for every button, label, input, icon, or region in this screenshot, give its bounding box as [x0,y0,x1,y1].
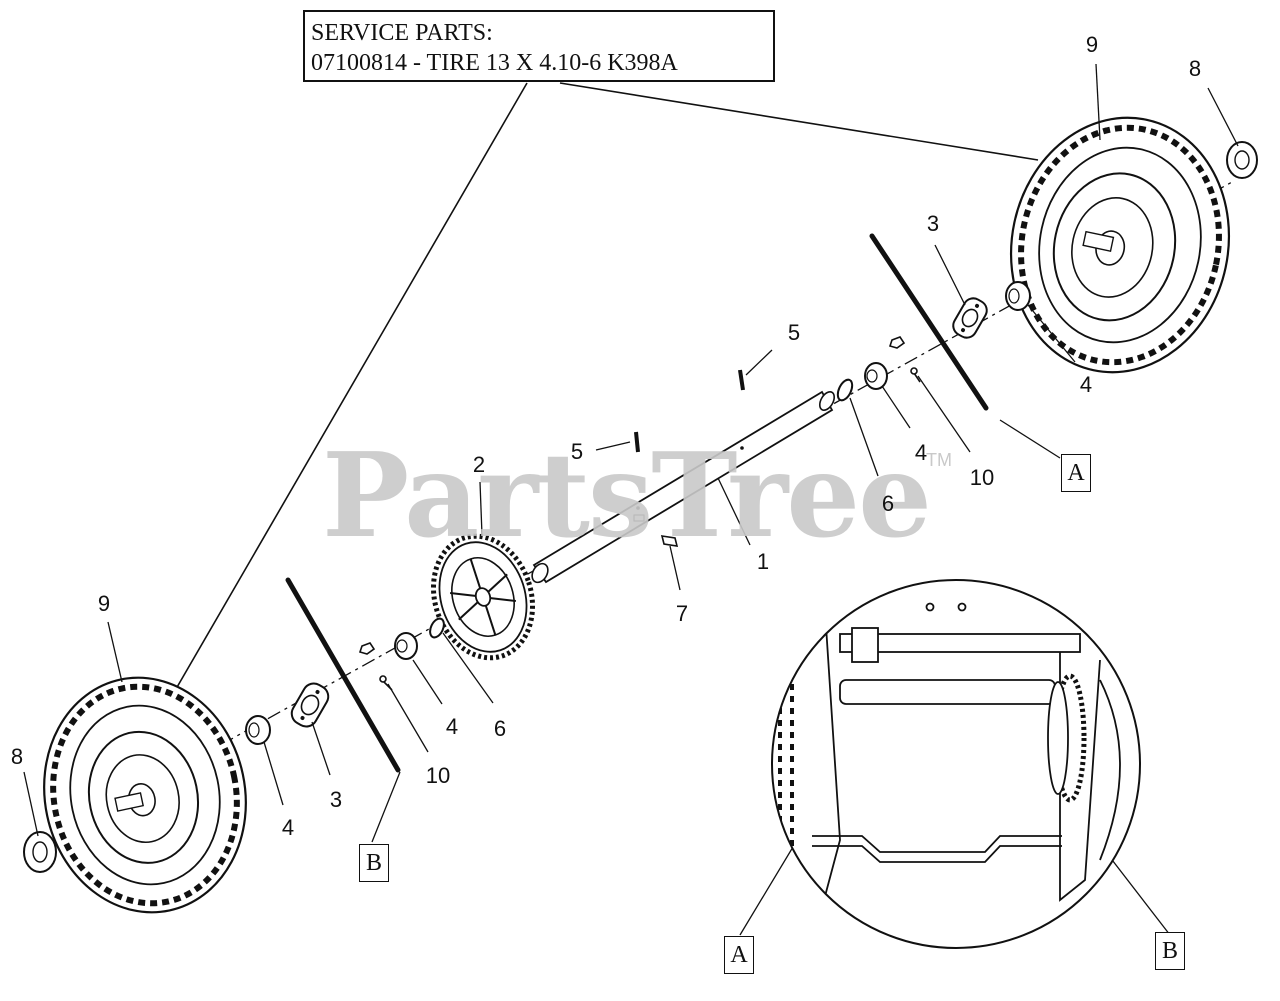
part-label-4-right-inner: 4 [914,440,928,465]
part-label-9-left: 9 [97,591,111,616]
divider-line-right [869,233,989,411]
part-label-7: 7 [675,601,689,626]
key-part [660,535,679,547]
bushing-right-inner [864,362,888,390]
part-label-10-right: 10 [969,465,995,490]
service-parts-tire: 07100814 - TIRE 13 X 4.10-6 K398A [311,50,678,76]
part-label-3-right: 3 [926,211,940,236]
callout-b-inset: B [1155,932,1185,970]
hardware-right [888,336,921,383]
left-tire [43,676,247,914]
gear [430,533,536,661]
axle-shaft [531,390,836,584]
roll-pin-upper [738,369,745,391]
right-tire [1009,116,1231,374]
watermark-trademark: TM [926,450,952,470]
divider-line-left [285,577,401,773]
flange-bearing-left [290,682,330,728]
bushing-left-inner [394,632,418,660]
washer-left [429,617,445,639]
callout-a-main: A [1061,454,1091,492]
roll-pin-lower [634,431,640,453]
part-label-4-left-outer: 4 [281,815,295,840]
callout-a-inset: A [724,936,754,974]
part-label-6-left: 6 [493,716,507,741]
part-label-4-right-outer: 4 [1079,372,1093,397]
part-label-9-right: 9 [1085,32,1099,57]
part-label-10-left: 10 [425,763,451,788]
part-label-4-left-inner: 4 [445,714,459,739]
right-hairpin-clip [1226,141,1258,179]
hardware-left [358,642,393,691]
part-label-8-right: 8 [1188,56,1202,81]
service-parts-box: SERVICE PARTS: 07100814 - TIRE 13 X 4.10… [303,10,775,82]
bushing-left-outer [245,715,271,745]
left-hairpin-clip [23,831,57,873]
part-label-6-right: 6 [881,491,895,516]
part-label-8-left: 8 [10,744,24,769]
part-label-3-left: 3 [329,787,343,812]
service-leader-lines [157,82,1039,721]
bushing-right-outer [1005,281,1031,311]
partstree-watermark: PartsTree [322,428,932,564]
part-label-5-lower: 5 [570,439,584,464]
flange-bearing-right [952,297,988,339]
part-label-1: 1 [756,549,770,574]
part-leader-lines [23,63,1239,936]
service-parts-title: SERVICE PARTS: [311,20,493,46]
part-label-5-upper: 5 [787,320,801,345]
inset-detail [771,579,1141,949]
part-label-2: 2 [472,452,486,477]
callout-b-main: B [359,844,389,882]
washer-right [836,378,854,402]
